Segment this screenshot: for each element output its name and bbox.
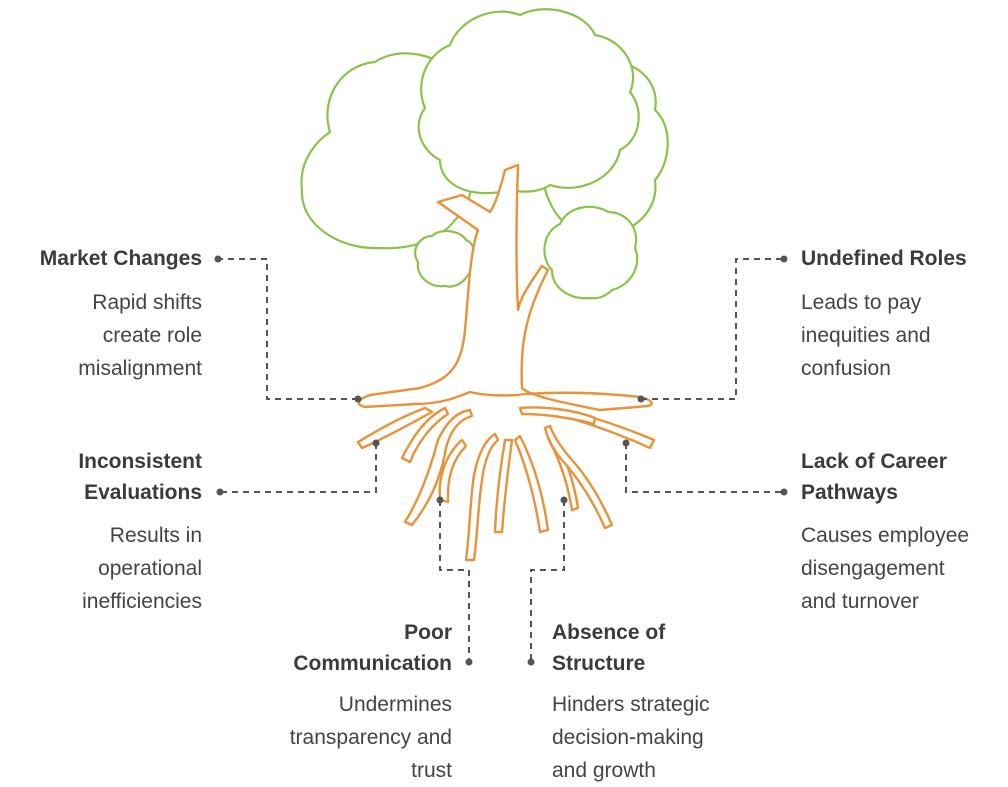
root-6 xyxy=(493,438,514,534)
label-title: Poor Communication xyxy=(293,621,452,675)
connectors xyxy=(218,258,784,662)
canopy-small-right-cloud xyxy=(543,205,639,300)
root-2 xyxy=(403,408,474,527)
root-5 xyxy=(464,432,500,562)
connector-dots xyxy=(214,255,788,666)
label-poor-communication: Poor Communication Undermines transparen… xyxy=(212,617,452,787)
label-description: Rapid shifts create role misalignment xyxy=(78,291,202,380)
label-description: Undermines transparency and trust xyxy=(289,693,452,782)
label-description: Causes employee disengagement and turnov… xyxy=(801,524,970,613)
tree-roots xyxy=(356,406,656,562)
root-3 xyxy=(400,406,450,464)
label-description: Results in operational inefficiencies xyxy=(82,524,202,613)
connector-structure xyxy=(530,500,565,662)
root-4 xyxy=(438,438,468,504)
label-description: Hinders strategic decision-making and gr… xyxy=(552,693,710,782)
label-description: Leads to pay inequities and confusion xyxy=(801,291,931,380)
tree-canopy xyxy=(300,8,669,300)
label-title: Lack of Career Pathways xyxy=(801,450,947,504)
label-title: Absence of Structure xyxy=(552,621,666,675)
label-title: Undefined Roles xyxy=(801,247,967,270)
label-inconsistent-evaluations: Inconsistent Evaluations Results in oper… xyxy=(0,446,202,618)
label-title: Market Changes xyxy=(39,247,202,270)
canopy-small-left-cloud xyxy=(414,230,477,288)
root-7 xyxy=(513,434,550,534)
tree-trunk-roots xyxy=(356,163,656,562)
connector-evaluations xyxy=(220,443,377,493)
connector-roles xyxy=(641,258,784,400)
canopy-top-cloud xyxy=(417,8,640,195)
connector-communication xyxy=(439,500,470,662)
connector-market xyxy=(218,258,358,400)
label-undefined-roles: Undefined Roles Leads to pay inequities … xyxy=(801,243,1006,385)
root-9 xyxy=(543,424,614,530)
label-title: Inconsistent Evaluations xyxy=(78,450,202,504)
label-absence-of-structure: Absence of Structure Hinders strategic d… xyxy=(552,617,792,787)
label-career-pathways: Lack of Career Pathways Causes employee … xyxy=(801,446,1008,618)
connector-career xyxy=(625,443,784,493)
label-market-changes: Market Changes Rapid shifts create role … xyxy=(0,243,202,385)
root-11 xyxy=(518,406,597,426)
